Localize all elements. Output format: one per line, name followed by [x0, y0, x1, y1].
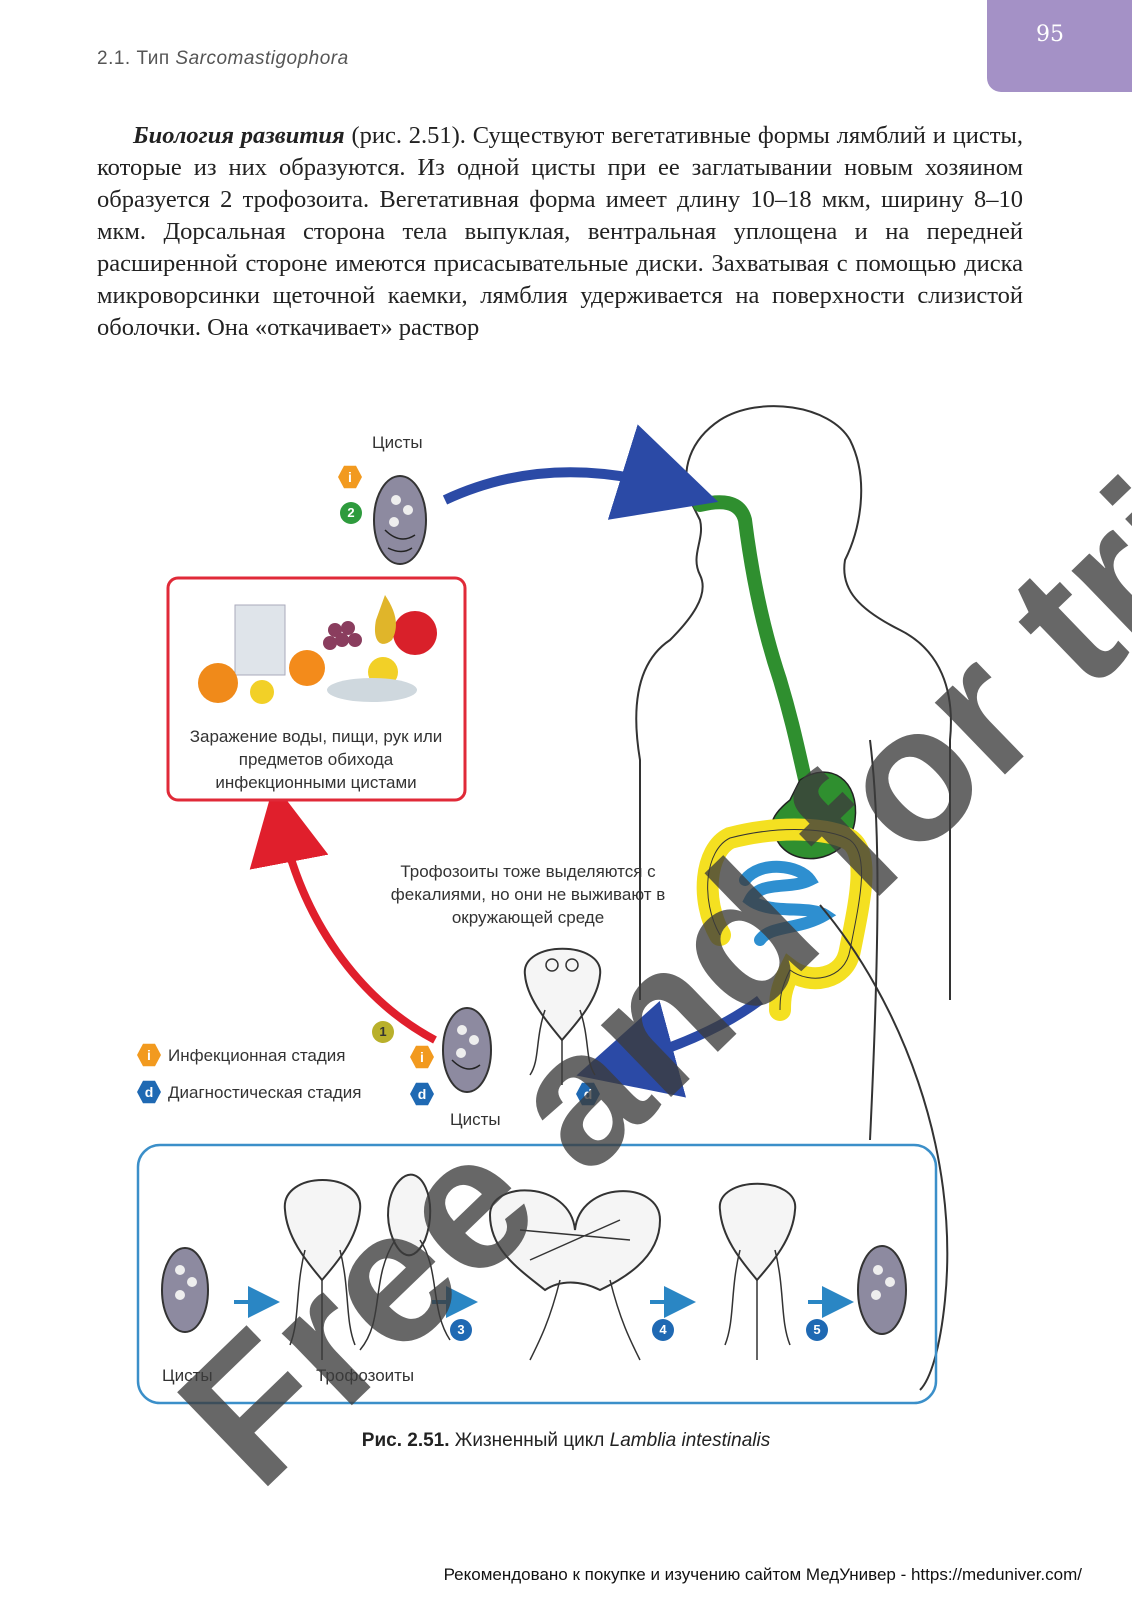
cyst-middle: [442, 1007, 492, 1093]
esophagus: [693, 495, 817, 807]
excretion-arrow: [576, 995, 763, 1098]
trophozoite-middle: [523, 947, 602, 1042]
legend-infectious-badge: i: [137, 1043, 161, 1067]
running-head: 2.1. Тип Sarcomastigophora: [97, 48, 349, 70]
middle-cysts-label: Цисты: [450, 1110, 501, 1129]
trophozoite-bottom-3: [718, 1182, 797, 1282]
cyst-bottom-right: [857, 1245, 907, 1335]
cyst-bottom-left: [161, 1247, 209, 1333]
step-1-badge: 1: [372, 1021, 394, 1043]
fruit-orange: [198, 663, 238, 703]
legend-diagnostic-badge: d: [137, 1080, 161, 1104]
life-cycle-figure: [136, 405, 952, 1405]
small-intestine: [739, 860, 837, 946]
contamination-arrow: [249, 783, 437, 1044]
bottom-cysts-label: Цисты: [162, 1366, 213, 1385]
human-silhouette: [635, 405, 952, 1141]
ingestion-arrow: [442, 424, 719, 520]
middle-cyst-infectious-badge: i: [410, 1045, 434, 1069]
caption-prefix: Рис. 2.51.: [361, 1430, 450, 1451]
footer-recommendation: Рекомендовано к покупке и изучению сайто…: [443, 1565, 1082, 1584]
step-3-badge: 3: [450, 1319, 472, 1341]
page-number: 95: [1036, 22, 1064, 47]
bottom-trophozoites-label: Трофозоиты: [316, 1366, 415, 1385]
trophozoite-bottom-2: [387, 1173, 432, 1257]
caption-species: Lamblia intestinalis: [609, 1430, 771, 1451]
step-4-badge: 4: [652, 1319, 674, 1341]
figure-caption: Рис. 2.51. Жизненный цикл Lamblia intest…: [0, 1430, 1132, 1452]
cyst-top: [373, 475, 427, 565]
legend-diagnostic-label: Диагностическая стадия: [168, 1083, 362, 1102]
cycle-box: [136, 1143, 938, 1405]
infection-box-text: Заражение воды, пищи, рук или предметов …: [189, 727, 443, 792]
body-lead-bold: Биология развития: [133, 122, 345, 149]
page-number-tab: [987, 0, 1132, 92]
body-paragraph: Биология развития (рис. 2.51). Существую…: [97, 120, 1023, 344]
step-5-badge: 5: [806, 1319, 828, 1341]
running-head-prefix: 2.1. Тип: [97, 48, 176, 69]
middle-cyst-diagnostic-badge: d: [410, 1082, 434, 1106]
running-head-taxon: Sarcomastigophora: [175, 48, 349, 69]
trophozoite-bottom-1: [283, 1179, 362, 1282]
caption-text: Жизненный цикл: [449, 1430, 610, 1451]
infectious-stage-badge-top: i: [338, 465, 362, 489]
body-text: (рис. 2.51). Существуют вегетативные фор…: [97, 122, 1023, 341]
cycle-connector-line: [819, 904, 949, 1391]
top-cysts-label: Цисты: [372, 433, 423, 452]
step-2-badge: 2: [340, 502, 362, 524]
trophozoite-diagnostic-badge: d: [576, 1082, 600, 1106]
trophozoite-note: Трофозоиты тоже выделяются с фекалиями, …: [390, 862, 666, 927]
legend-infectious-label: Инфекционная стадия: [168, 1046, 346, 1065]
